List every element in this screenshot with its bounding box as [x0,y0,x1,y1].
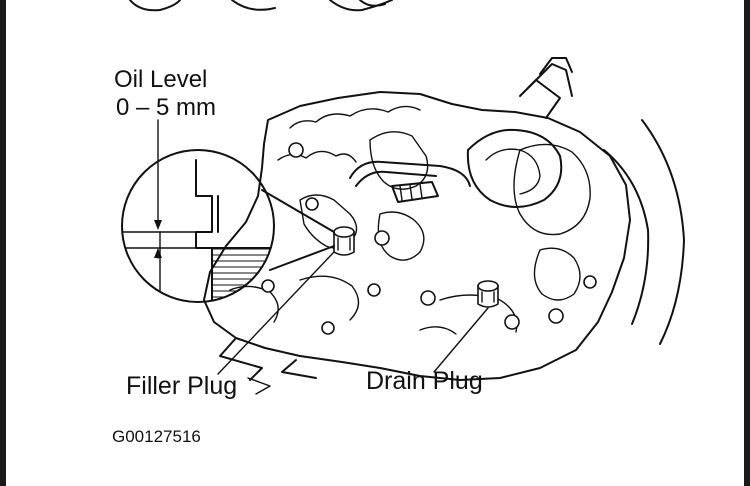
frame-border-right [744,0,750,486]
detail-callout-wedge [261,189,335,271]
frame-border-left [0,0,6,486]
oil-level-range-label: 0 – 5 mm [116,94,217,121]
drain-plug-leader [433,307,489,373]
figure-code-label: G00127516 [112,427,201,446]
mount-lines [219,337,317,395]
filler-plug [333,226,355,256]
transfer-case-body [203,91,685,381]
oil-level-dimension [154,119,162,259]
oil-level-title-label: Oil Level [114,66,208,93]
sensor-harness [349,160,471,203]
upper-engine-outline [129,0,393,12]
drain-plug-label: Drain Plug [366,367,483,395]
case-bolts [261,142,597,335]
drain-plug [477,280,499,308]
filler-plug-leader [217,251,335,375]
drive-shaft [466,57,573,208]
filler-plug-label: Filler Plug [126,372,238,400]
leader-lines [217,251,489,375]
